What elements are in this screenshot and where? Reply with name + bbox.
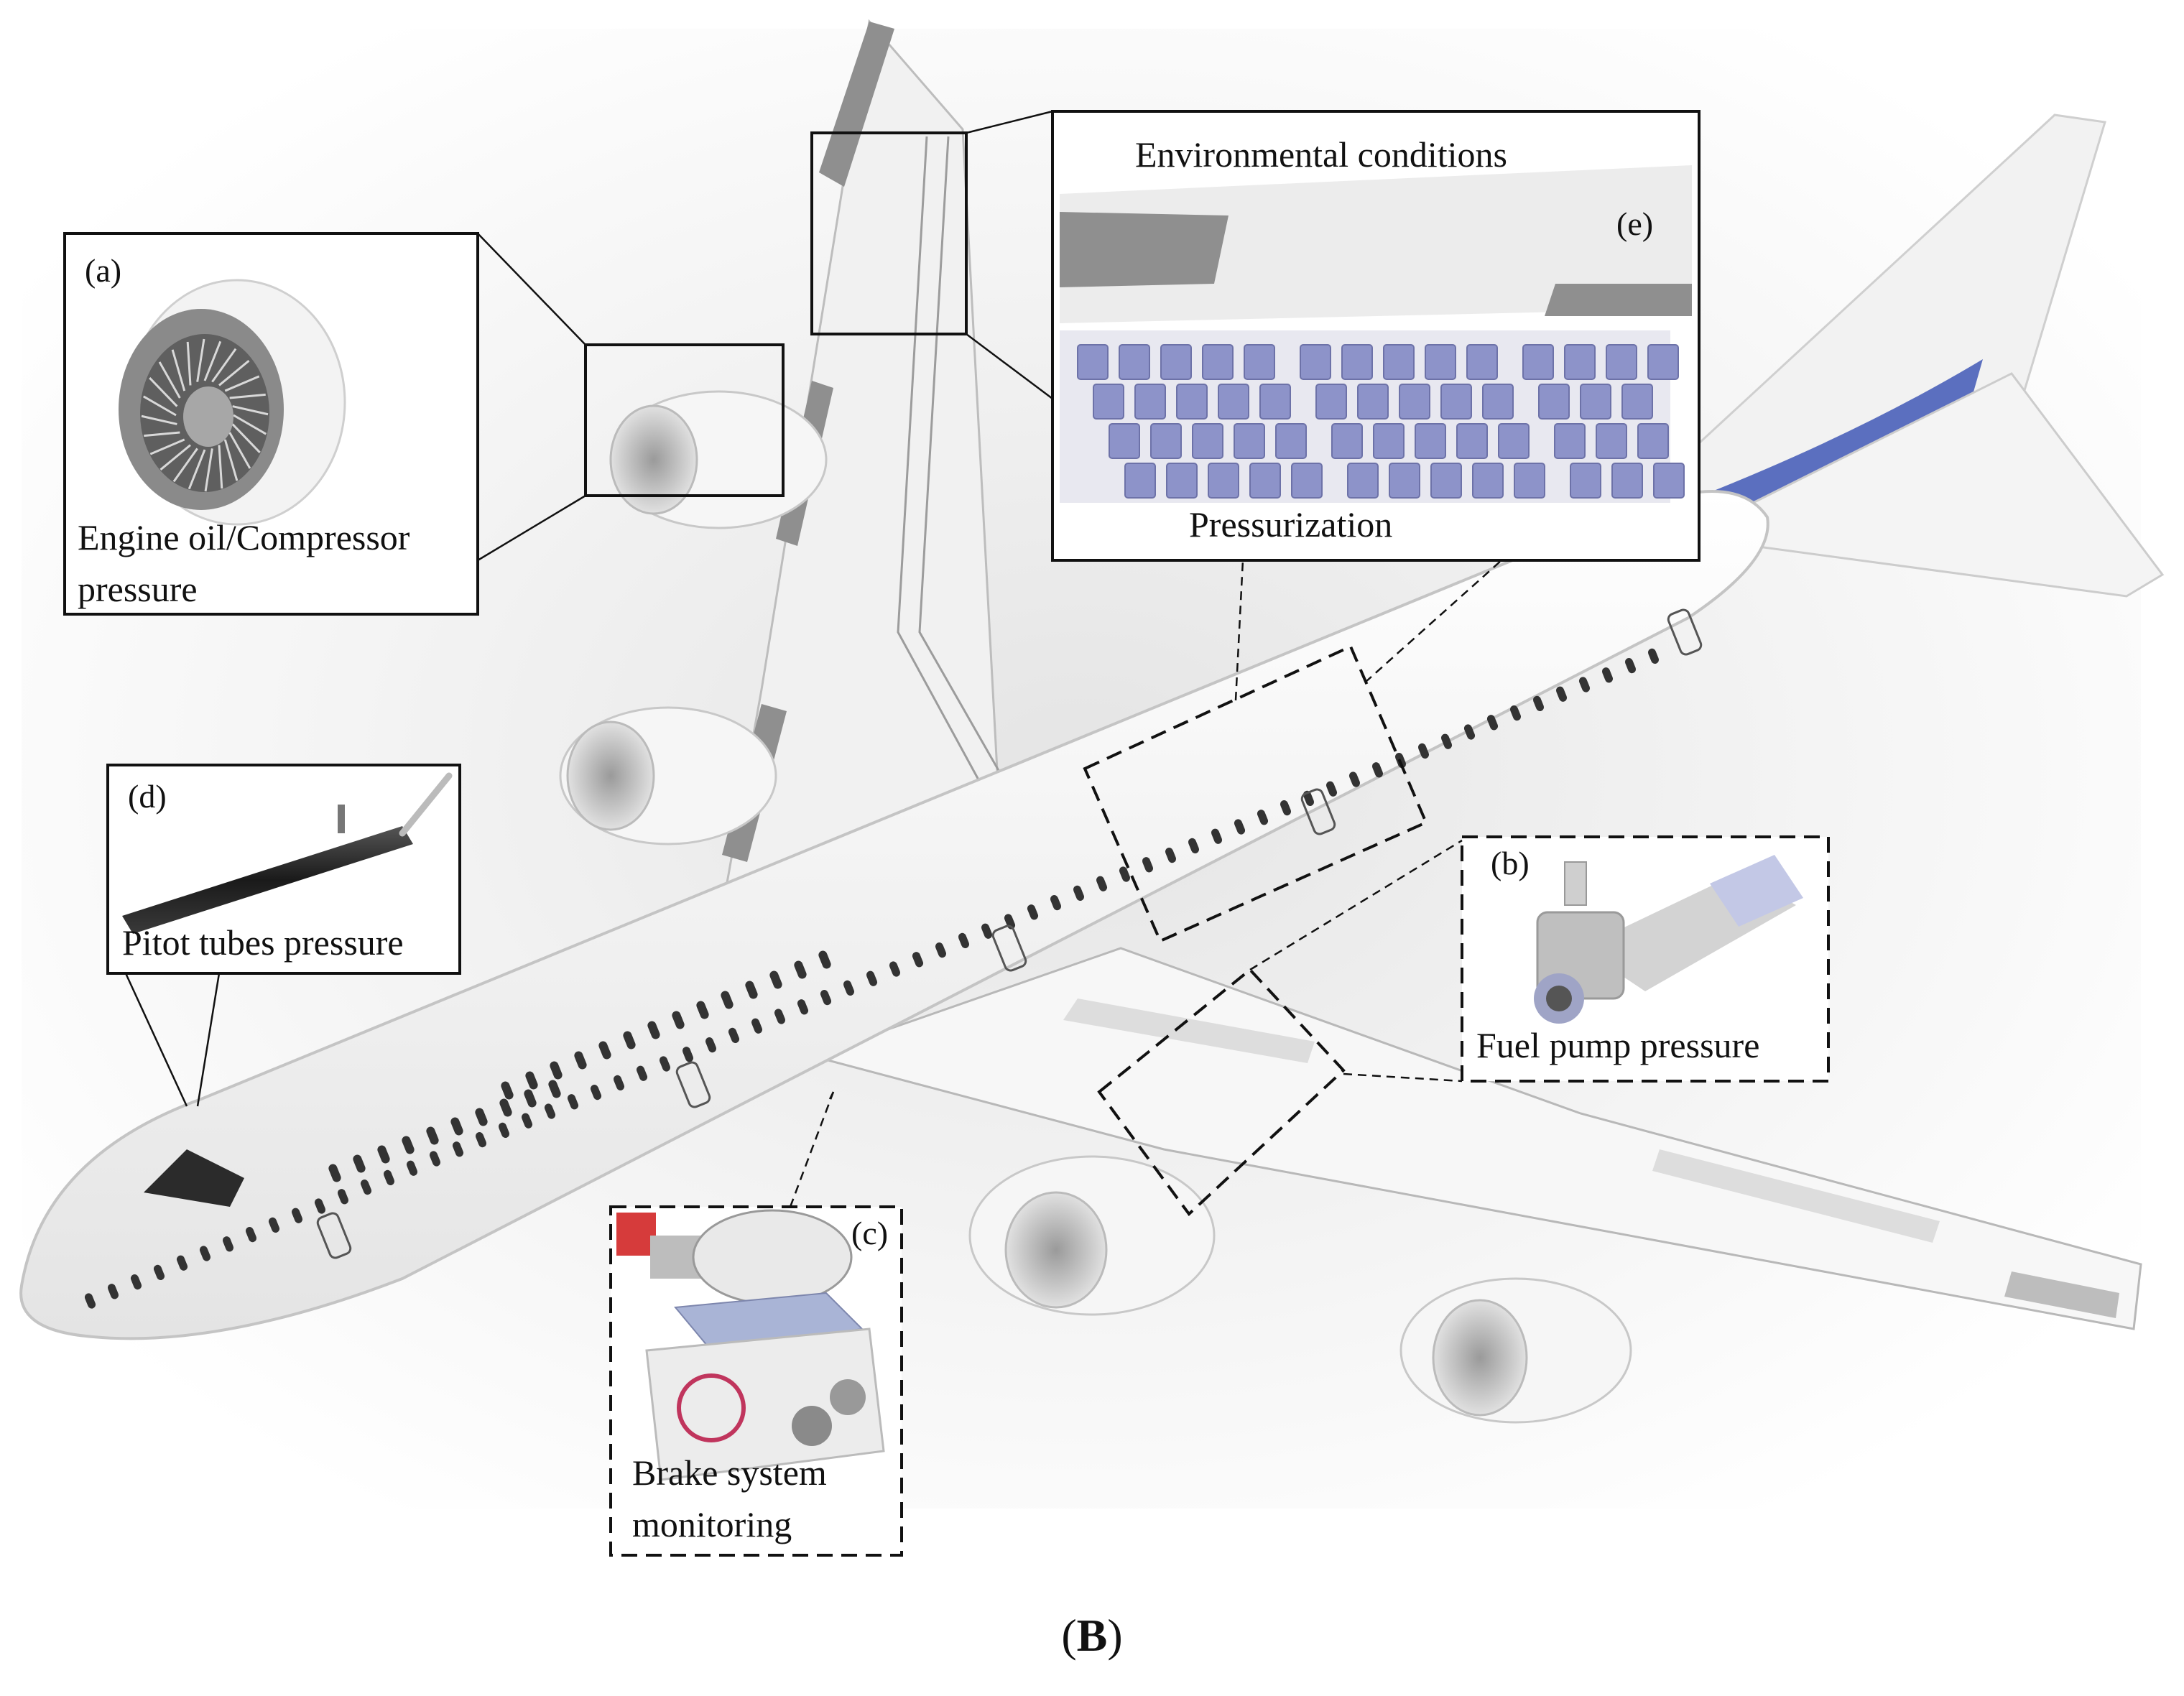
left-inner-engine [559, 706, 777, 845]
left-outer-engine [609, 390, 828, 529]
wing-focus-region [1097, 968, 1346, 1216]
panel-a-label-line1: Engine oil/Compressor [78, 517, 410, 557]
caption-letter: B [1076, 1610, 1108, 1661]
right-inner-engine [968, 1155, 1216, 1316]
panel-d-letter: (d) [128, 778, 167, 815]
callout-c-box [609, 1205, 903, 1557]
callout-e-box [1051, 110, 1701, 562]
doors [316, 608, 1703, 1259]
callout-d-box [106, 764, 461, 975]
callout-a-box [63, 232, 479, 616]
left-wing [722, 19, 1007, 893]
right-wing [808, 947, 2142, 1330]
panel-e-letter: (e) [1616, 205, 1654, 242]
callout-a-leader [477, 233, 586, 346]
panel-a-letter: (a) [85, 252, 122, 289]
panel-e-label: Pressurization [1189, 504, 1393, 545]
panel-b-label: Fuel pump pressure [1476, 1025, 1760, 1065]
panel-a-label-line2: pressure [78, 569, 198, 609]
panel-c-label-line1: Brake system [632, 1452, 827, 1493]
callout-c-leader [789, 1091, 835, 1208]
wing-focus-frame [810, 131, 968, 335]
caption-open-paren: ( [1061, 1610, 1077, 1661]
figure-caption: (B) [0, 1609, 2184, 1662]
right-outer-engine [1399, 1277, 1632, 1424]
engine-focus-frame [584, 343, 785, 497]
caption-close-paren: ) [1107, 1610, 1123, 1661]
panel-c-label-line2: monitoring [632, 1504, 792, 1544]
callout-d-leader [124, 973, 188, 1107]
panel-c-letter: (c) [851, 1215, 889, 1251]
panel-d-label: Pitot tubes pressure [122, 922, 404, 963]
panel-e-title: Environmental conditions [1135, 134, 1507, 175]
callout-b-box [1461, 835, 1830, 1083]
panel-b-letter: (b) [1491, 845, 1530, 881]
fuselage-focus-region [1083, 644, 1428, 943]
